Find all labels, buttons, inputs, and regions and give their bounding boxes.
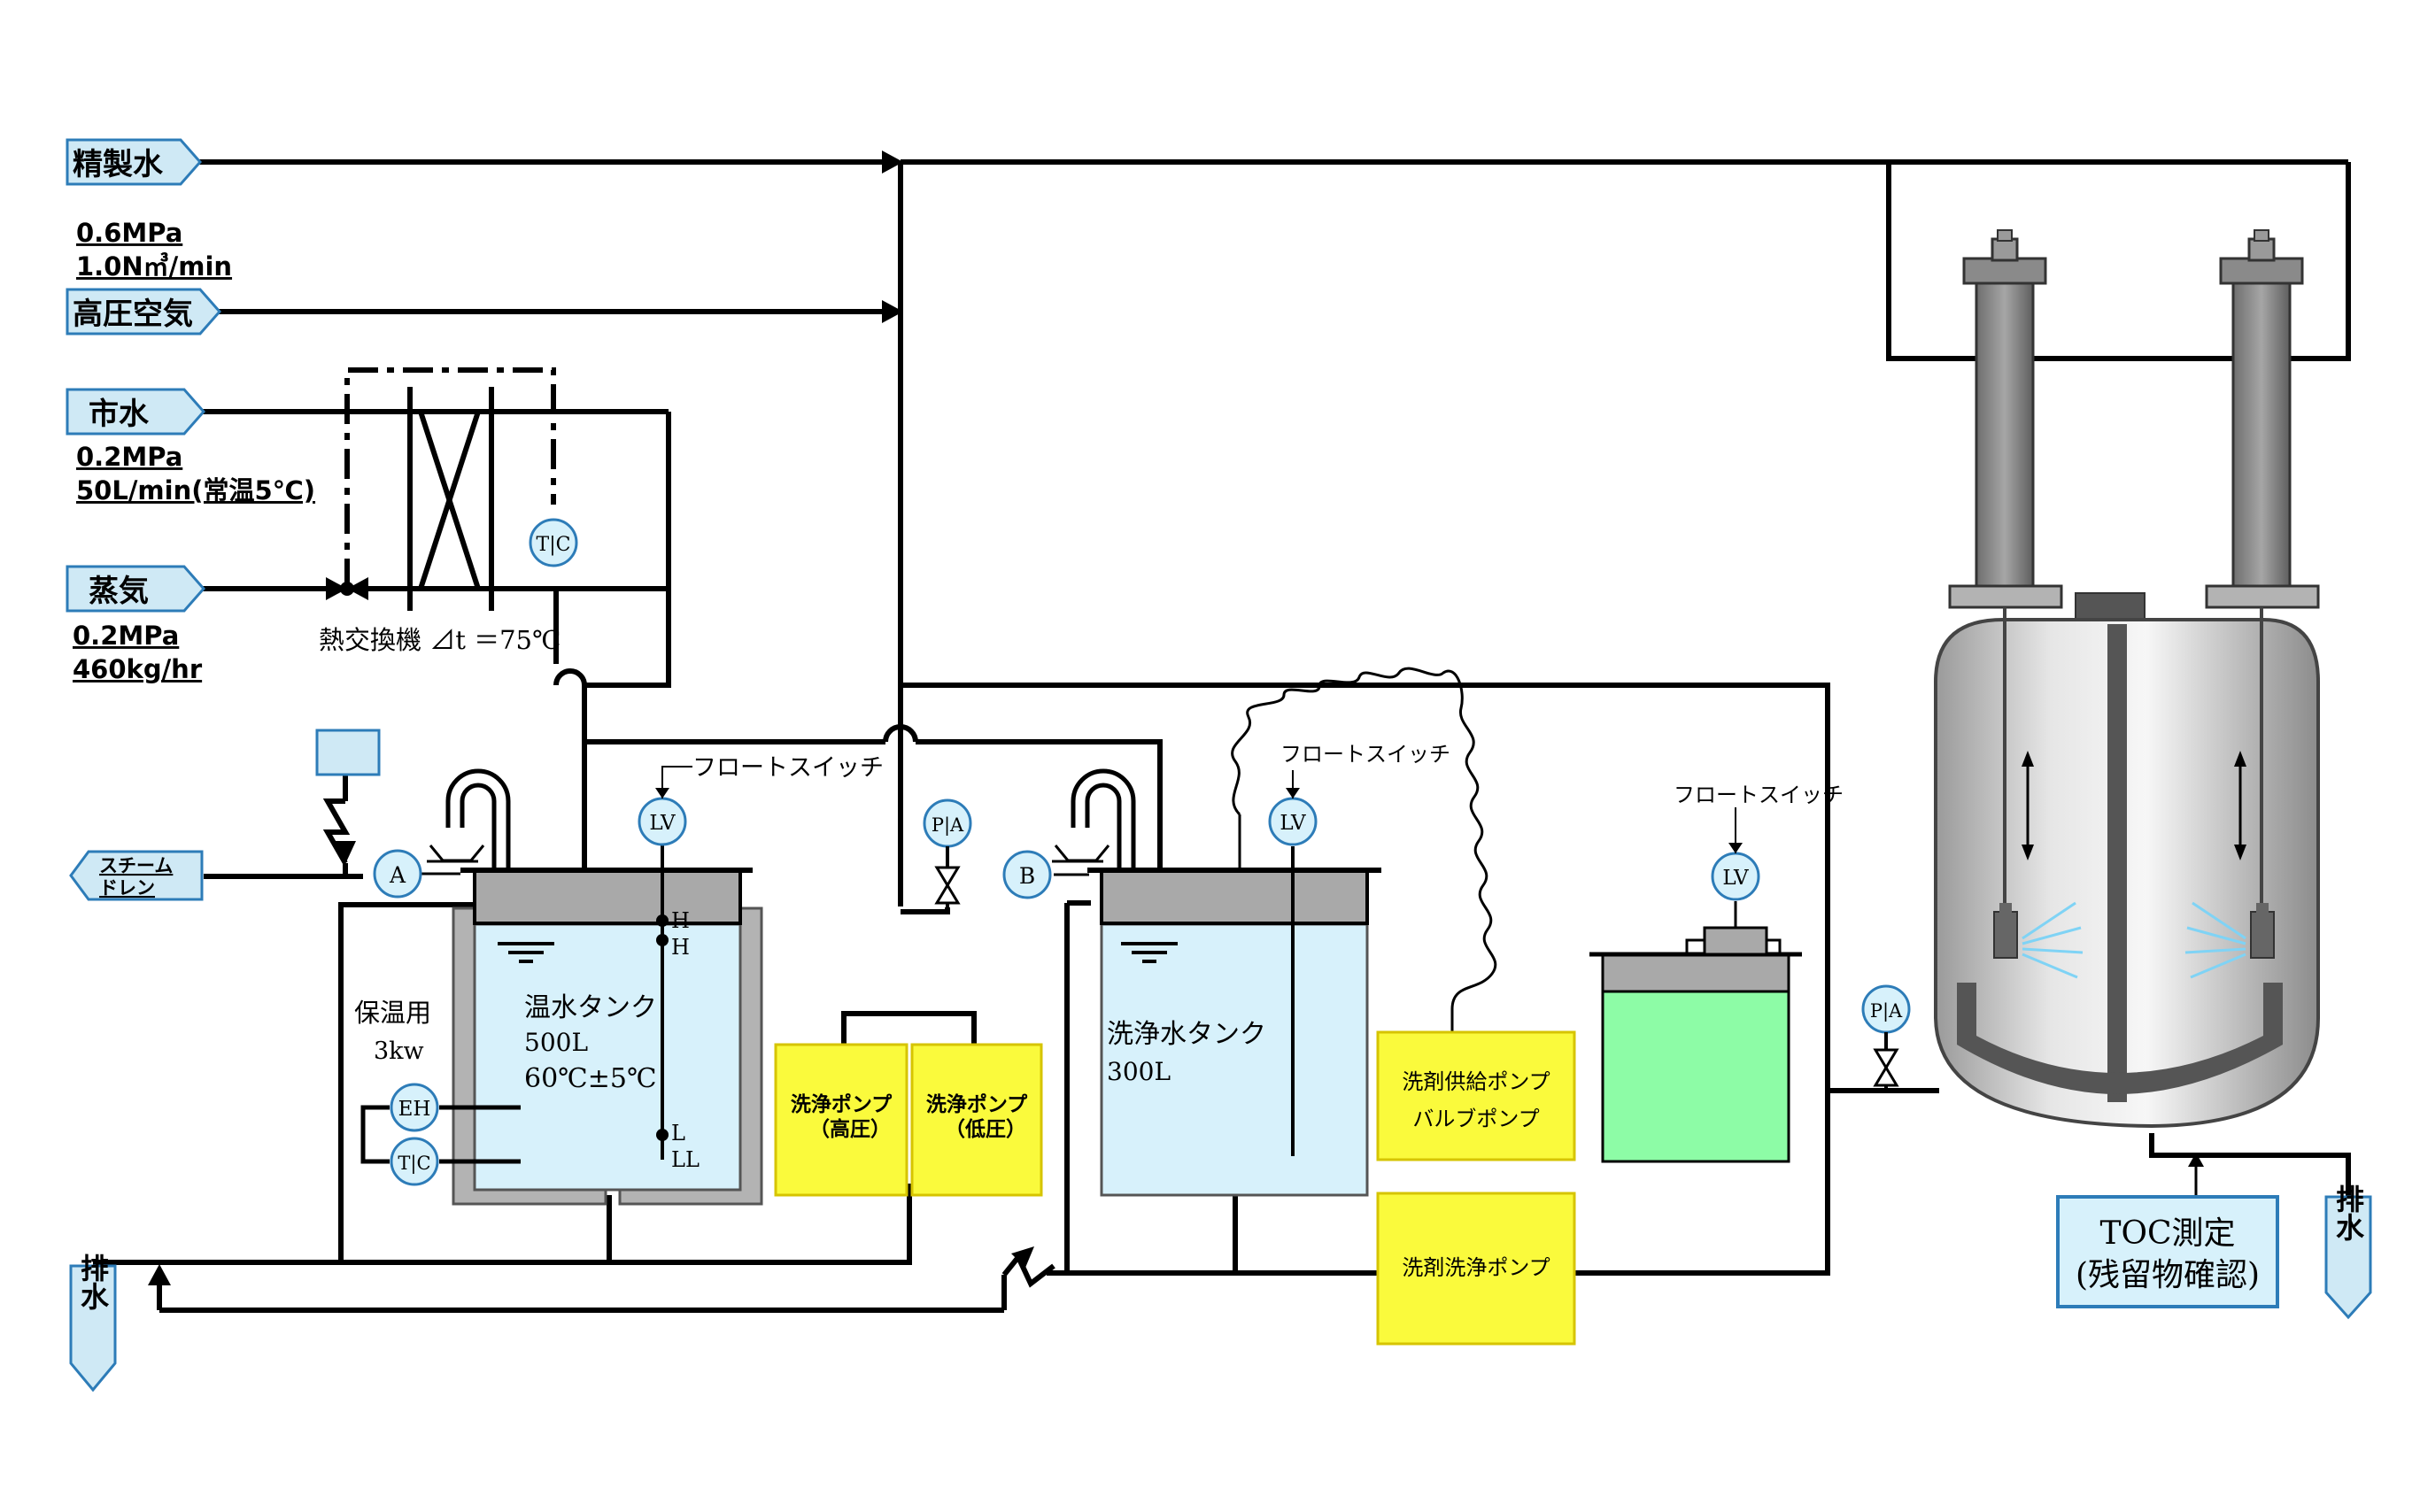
detergent-supply-pump-line1: 洗剤供給ポンプ	[1402, 1069, 1550, 1094]
steam-drain-line2: ドレン	[99, 877, 155, 899]
svg-text:P|A: P|A	[1870, 1000, 1903, 1022]
marker-b: B	[1002, 850, 1052, 899]
svg-text:P|A: P|A	[932, 814, 964, 837]
detergent-float-switch: フロートスイッチ	[1674, 783, 1844, 807]
tag-high-pressure-air: 高圧空気	[66, 288, 221, 336]
air-flow: 1.0N㎥/min	[76, 251, 232, 282]
steam-valve	[326, 577, 368, 600]
pa-gauge-reactor: P|A	[1861, 984, 1911, 1091]
toc-line2: (残留物確認)	[2076, 1257, 2260, 1293]
hot-water-tank	[360, 768, 763, 1206]
hot-tank-level-h1: H	[671, 908, 690, 933]
drain-right-tag: 排水	[2324, 1184, 2372, 1320]
svg-text:A: A	[389, 862, 406, 888]
hot-tank-level-ll: LL	[671, 1147, 700, 1172]
city-pressure: 0.2MPa	[76, 442, 182, 472]
tag-high-pressure-air-label: 高圧空気	[73, 297, 193, 332]
wash-pump-high-line1: 洗浄ポンプ	[791, 1092, 893, 1116]
hot-tank-float-switch: フロートスイッチ	[692, 754, 884, 782]
steam-pressure: 0.2MPa	[73, 621, 179, 651]
wash-pump-low-line1: 洗浄ポンプ	[926, 1092, 1028, 1116]
tag-steam: 蒸気	[66, 565, 205, 613]
drain-left-tag: 排水	[69, 1254, 117, 1392]
detergent-supply-pump-line2: バルブポンプ	[1412, 1107, 1539, 1131]
drain-left-char1: 排水	[76, 1254, 110, 1310]
coiled-cable	[1231, 667, 1497, 1031]
tag-steam-drain: スチーム ドレン	[69, 850, 204, 901]
reactor-vessel	[1934, 229, 2320, 1129]
hot-tank-lv: LV	[638, 766, 692, 846]
hot-tank-volume: 500L	[524, 1028, 588, 1057]
svg-text:LV: LV	[1280, 812, 1306, 835]
detergent-tank	[1589, 901, 1802, 1163]
wash-tank-volume: 300L	[1107, 1057, 1171, 1086]
wash-pump-low: 洗浄ポンプ （低圧）	[910, 1043, 1043, 1197]
keep-warm-power: 3kw	[374, 1038, 424, 1065]
tag-purified-water-label: 精製水	[73, 147, 164, 182]
city-flow: 50L/min(常温5℃)	[76, 475, 315, 505]
svg-text:T|C: T|C	[398, 1153, 430, 1175]
wash-pump-high: 洗浄ポンプ （高圧）	[774, 1043, 908, 1197]
heat-exchanger-label: 熱交換機 ⊿t ＝75℃	[319, 625, 561, 655]
steam-flow: 460kg/hr	[73, 654, 203, 684]
svg-text:EH: EH	[398, 1098, 431, 1121]
detergent-wash-pump: 洗剤洗浄ポンプ	[1376, 1192, 1576, 1346]
wash-tank-name: 洗浄水タンク	[1107, 1019, 1266, 1050]
hot-tank-name: 温水タンク	[524, 992, 657, 1023]
wash-tank-float-switch: フロートスイッチ	[1280, 742, 1450, 767]
hot-tank-level-h2: H	[671, 935, 690, 960]
wash-tank-lv: LV	[1268, 770, 1318, 846]
heat-exchanger-tc: T|C	[529, 518, 578, 567]
steam-drain-line1: スチーム	[99, 855, 173, 876]
wash-pump-low-line2: （低圧）	[945, 1117, 1026, 1141]
detergent-wash-pump-label: 洗剤洗浄ポンプ	[1402, 1255, 1550, 1280]
hot-tank-eh: EH	[390, 1083, 439, 1132]
keep-warm-label: 保温用	[354, 998, 431, 1028]
drain-right-label: 排水	[2331, 1184, 2365, 1241]
tag-purified-water: 精製水	[66, 138, 202, 186]
toc-line1: TOC測定	[2099, 1215, 2235, 1252]
air-pressure: 0.6MPa	[76, 218, 182, 248]
svg-text:LV: LV	[649, 812, 676, 835]
svg-text:LV: LV	[1722, 867, 1749, 890]
detergent-lv: LV	[1711, 807, 1760, 901]
steam-trap-box	[315, 729, 381, 776]
marker-a: A	[373, 849, 422, 899]
hot-tank-level-l: L	[671, 1121, 685, 1146]
toc-box: TOC測定 (残留物確認)	[2056, 1195, 2279, 1308]
tag-city-water: 市水	[66, 388, 205, 436]
wash-water-tank	[1052, 753, 1381, 1197]
wash-pump-high-line2: （高圧）	[809, 1117, 891, 1141]
svg-text:B: B	[1019, 863, 1035, 889]
tag-steam-label: 蒸気	[89, 574, 149, 609]
hot-tank-temp: 60℃±5℃	[524, 1063, 657, 1094]
pa-gauge-center: P|A	[923, 798, 972, 907]
detergent-supply-pump: 洗剤供給ポンプ バルブポンプ	[1376, 1030, 1576, 1161]
tag-city-water-label: 市水	[89, 397, 150, 432]
hot-tank-tc: T|C	[390, 1137, 439, 1186]
svg-text:T|C: T|C	[537, 534, 571, 556]
